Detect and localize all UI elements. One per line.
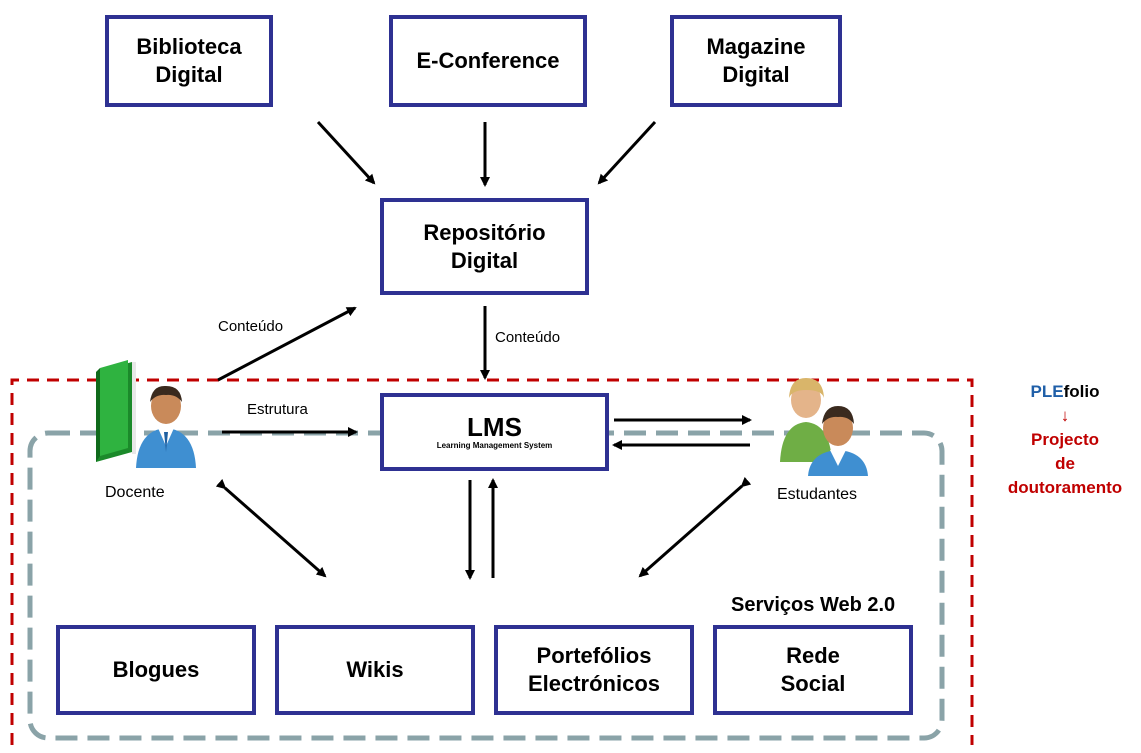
wikis-box: Wikis: [275, 625, 475, 715]
e-conference-box: E-Conference: [389, 15, 587, 107]
arrow-magazine-to-repositorio: [597, 120, 657, 185]
conteudo-label-left: Conteúdo: [218, 318, 284, 335]
plefolio-folio: folio: [1063, 382, 1100, 401]
plefolio-arrow-icon: ↓: [1060, 406, 1070, 425]
arrow-docente-to-repositorio: [217, 306, 357, 382]
lms-title: LMS: [467, 412, 522, 442]
arrow-biblioteca-to-repositorio: [316, 120, 376, 185]
rede-social-box: Rede Social: [713, 625, 913, 715]
estrutura-label: Estrutura: [247, 401, 308, 418]
arrow-docente-services: [215, 478, 327, 578]
conteudo-label-right: Conteúdo: [495, 329, 561, 346]
plefolio-title: PLEfolio: [990, 380, 1140, 404]
magazine-digital-box: Magazine Digital: [670, 15, 842, 107]
lms-box: LMS Learning Management System: [380, 393, 609, 471]
de-line: de: [1055, 454, 1075, 473]
rede-social-label: Rede Social: [780, 643, 846, 696]
repositorio-digital-box: Repositório Digital: [380, 198, 589, 295]
arrow-estudantes-services: [638, 476, 752, 578]
docente-label: Docente: [105, 484, 165, 501]
plefolio-boundary: [10, 378, 974, 745]
portefolios-box: Portefólios Electrónicos: [494, 625, 694, 715]
repositorio-digital-label: Repositório Digital: [423, 219, 546, 273]
projecto-line: Projecto: [1030, 430, 1100, 449]
biblioteca-digital-box: Biblioteca Digital: [105, 15, 273, 107]
docente-icon: [96, 360, 196, 468]
plefolio-ple: PLE: [1030, 382, 1064, 401]
wikis-label: Wikis: [346, 657, 404, 682]
blogues-box: Blogues: [56, 625, 256, 715]
estudantes-icon: [780, 378, 868, 476]
plefolio-annotation: PLEfolio ↓ Projecto de doutoramento: [990, 380, 1140, 500]
biblioteca-digital-label: Biblioteca Digital: [136, 34, 242, 87]
lms-subtitle: Learning Management System: [436, 441, 553, 450]
estudantes-label: Estudantes: [777, 486, 858, 503]
blogues-label: Blogues: [112, 657, 200, 682]
doutoramento-line: doutoramento: [1007, 478, 1123, 497]
portefolios-label: Portefólios Electrónicos: [527, 643, 661, 696]
e-conference-label: E-Conference: [416, 48, 560, 73]
magazine-digital-label: Magazine Digital: [706, 34, 806, 87]
servicos-web-title: Serviços Web 2.0: [731, 594, 896, 616]
